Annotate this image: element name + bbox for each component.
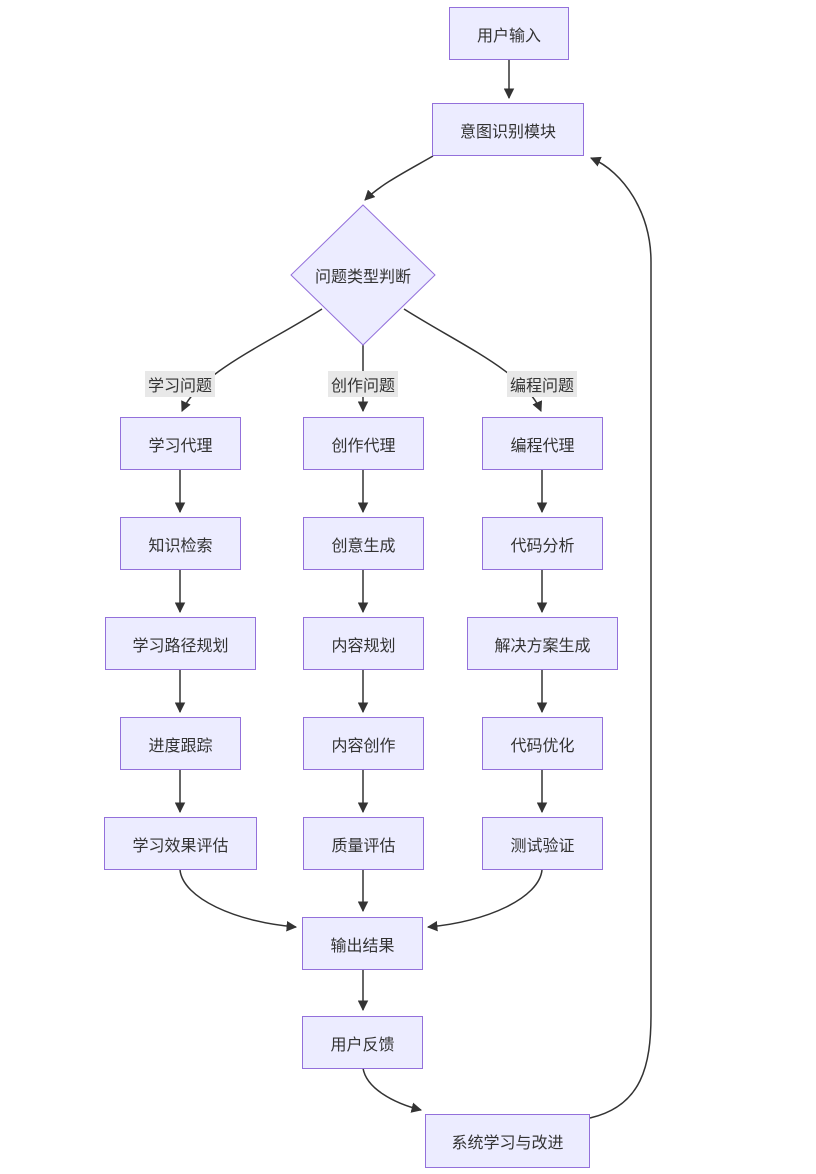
node-learning-path-planning: 学习路径规划	[105, 617, 256, 670]
node-progress-tracking: 进度跟踪	[120, 717, 241, 770]
node-decision-label: 问题类型判断	[314, 269, 412, 286]
node-knowledge-retrieval: 知识检索	[120, 517, 241, 570]
node-learning-agent: 学习代理	[120, 417, 241, 470]
node-content-planning: 内容规划	[303, 617, 424, 670]
decision-diamond	[290, 204, 436, 346]
node-test-verification: 测试验证	[482, 817, 603, 870]
node-code-analysis: 代码分析	[482, 517, 603, 570]
edge-label-creation: 创作问题	[327, 371, 399, 397]
node-content-creation: 内容创作	[303, 717, 424, 770]
node-learning-effect-evaluation: 学习效果评估	[104, 817, 257, 870]
edge-intent-to-decision	[364, 155, 434, 201]
node-intent-module: 意图识别模块	[432, 103, 584, 156]
node-quality-evaluation: 质量评估	[303, 817, 424, 870]
edge-test-verification-to-output	[426, 869, 543, 932]
edge-system-improvement-to-intent-loop	[589, 156, 652, 1119]
edge-decision-to-programming-agent	[403, 308, 543, 412]
edge-decision-to-learning-agent	[181, 308, 323, 412]
edge-label-learning: 学习问题	[144, 371, 216, 397]
node-programming-agent: 编程代理	[482, 417, 603, 470]
node-creation-agent: 创作代理	[303, 417, 424, 470]
edge-label-programming: 编程问题	[506, 371, 578, 397]
node-code-optimization: 代码优化	[482, 717, 603, 770]
edge-feedback-to-system-improvement	[362, 1067, 423, 1113]
node-output-result: 输出结果	[302, 917, 423, 970]
edge-effect-evaluation-to-output	[179, 869, 298, 932]
node-system-learning-improvement: 系统学习与改进	[425, 1114, 590, 1168]
node-idea-generation: 创意生成	[303, 517, 424, 570]
node-user-input: 用户输入	[449, 7, 569, 60]
node-solution-generation: 解决方案生成	[467, 617, 618, 670]
node-user-feedback: 用户反馈	[302, 1016, 423, 1069]
